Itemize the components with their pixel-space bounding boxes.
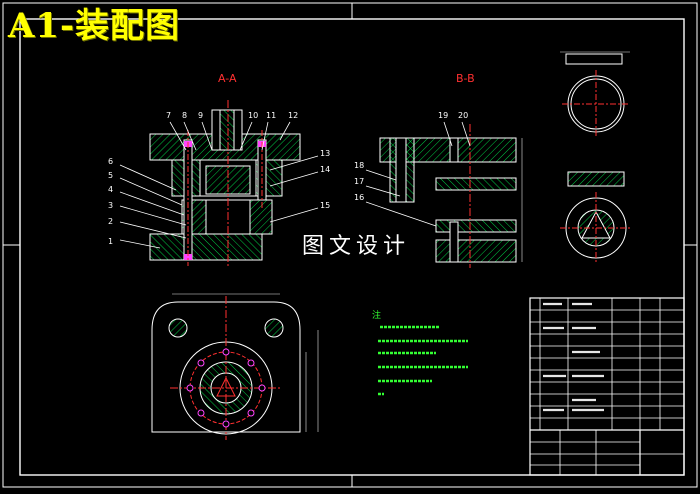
notes-heading: 注 xyxy=(372,309,381,321)
plan-view xyxy=(151,293,319,440)
callout-4: 4 xyxy=(108,185,113,194)
section-aa-leaders xyxy=(119,121,319,249)
callout-9: 9 xyxy=(198,111,203,120)
callout-19: 19 xyxy=(438,111,448,120)
callout-12: 12 xyxy=(288,111,298,120)
drawing-frame xyxy=(2,2,698,488)
callout-15: 15 xyxy=(320,201,330,210)
callout-10: 10 xyxy=(248,111,258,120)
sheet-title: A1-装配图 xyxy=(8,6,181,46)
section-bb-leaders xyxy=(365,121,471,227)
title-block xyxy=(529,297,685,476)
watermark: 图文设计 xyxy=(286,232,426,262)
callout-5: 5 xyxy=(108,171,113,180)
section-aa-view xyxy=(149,100,301,266)
callout-2: 2 xyxy=(108,217,113,226)
notes-text-lines xyxy=(378,325,468,396)
view-label-bb: B-B xyxy=(456,72,475,85)
part-views xyxy=(560,51,632,264)
callout-1: 1 xyxy=(108,237,113,246)
callout-7: 7 xyxy=(166,111,171,120)
plan-view-bolt-holes xyxy=(186,348,266,428)
callout-18: 18 xyxy=(354,161,364,170)
callout-8: 8 xyxy=(182,111,187,120)
callout-17: 17 xyxy=(354,177,364,186)
callout-11: 11 xyxy=(266,111,276,120)
callout-13: 13 xyxy=(320,149,330,158)
callout-3: 3 xyxy=(108,201,113,210)
view-label-aa: A-A xyxy=(218,72,237,85)
title-block-text-marks xyxy=(543,302,604,412)
callout-14: 14 xyxy=(320,165,330,174)
callout-6: 6 xyxy=(108,157,113,166)
callout-16: 16 xyxy=(354,193,364,202)
section-bb-view xyxy=(379,124,523,268)
callout-20: 20 xyxy=(458,111,468,120)
